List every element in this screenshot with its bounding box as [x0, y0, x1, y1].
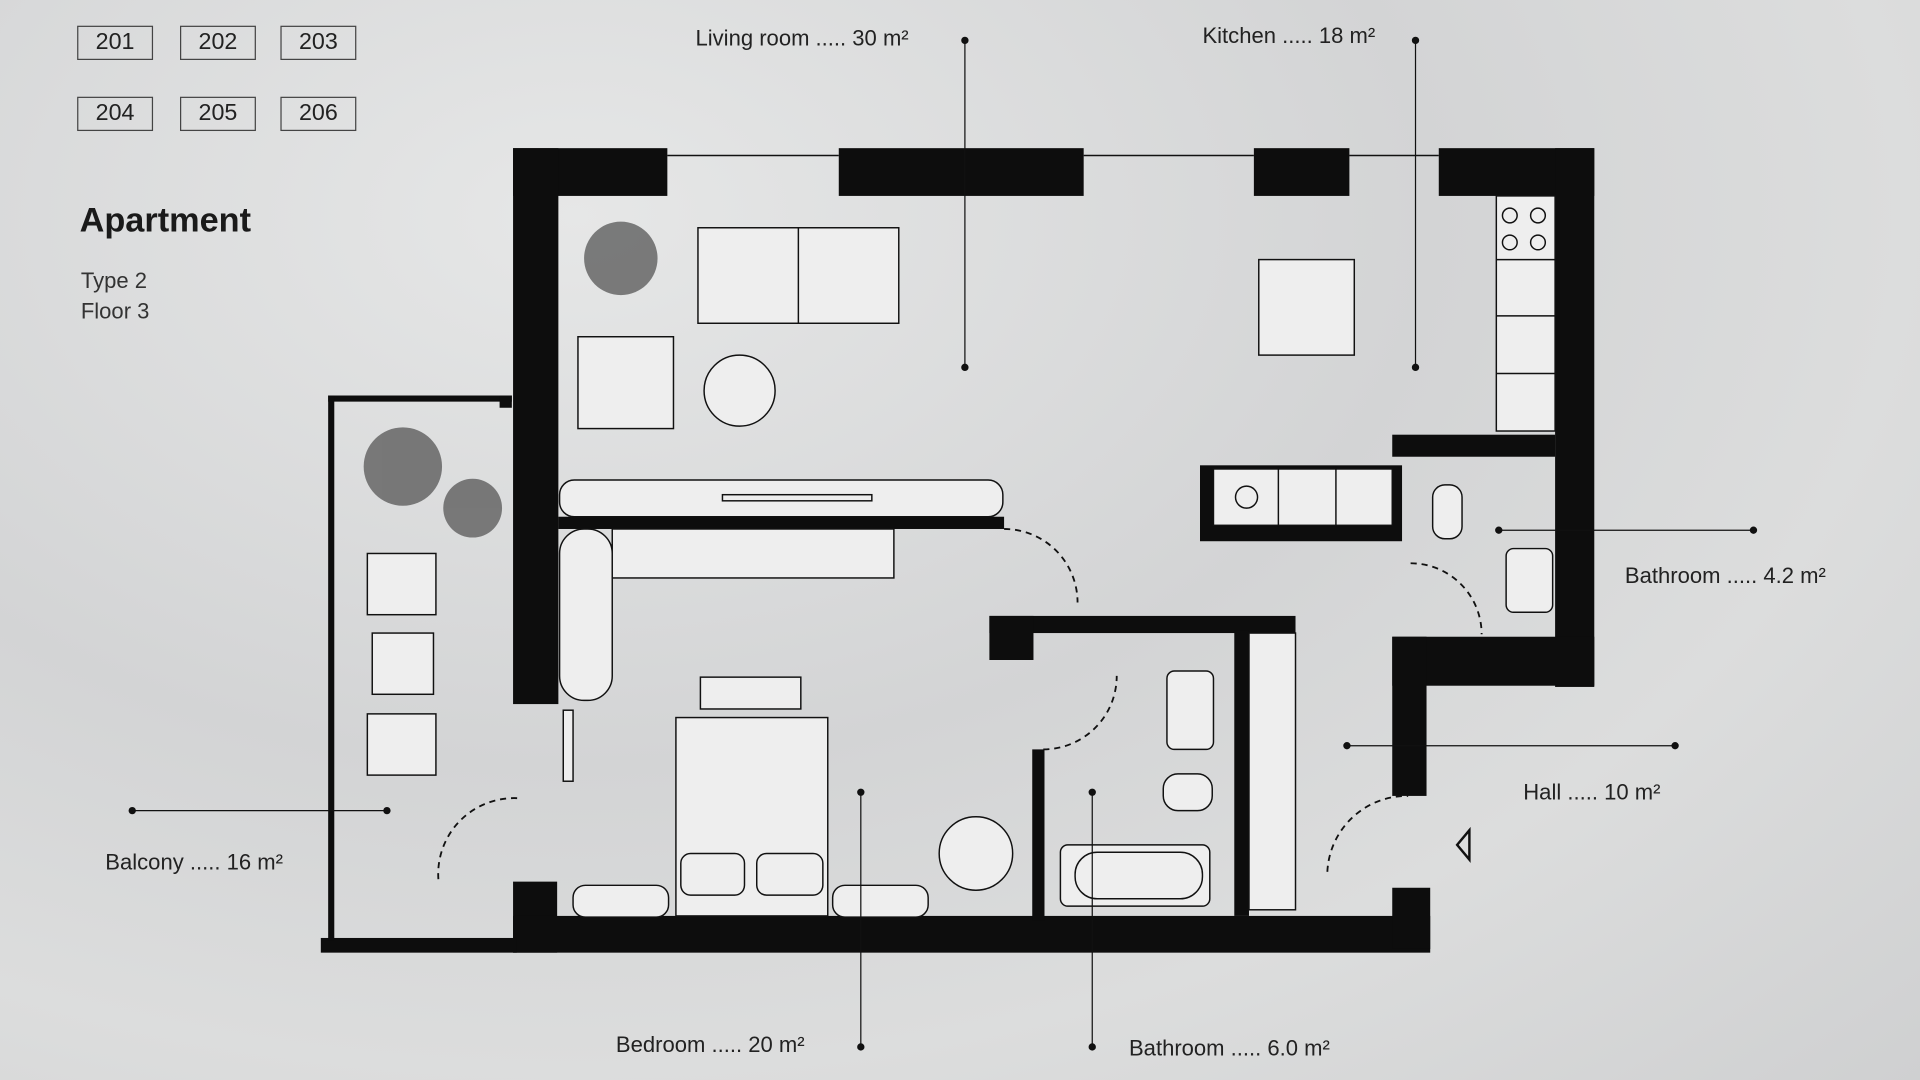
unit-205-button[interactable]: 205 — [180, 96, 256, 132]
label-balcony: Balcony ..... 16 m² — [105, 849, 283, 875]
unit-202-button[interactable]: 202 — [180, 25, 256, 61]
label-bathroom-large: Bathroom ..... 6.0 m² — [1128, 1035, 1330, 1061]
furniture — [366, 154, 1556, 918]
plant-icons — [363, 221, 658, 538]
door-swings — [437, 528, 1483, 880]
unit-203-button[interactable]: 203 — [280, 25, 357, 61]
entrance-arrow-icon — [1455, 826, 1471, 863]
apartment-floor: Floor 3 — [80, 298, 150, 324]
apartment-type: Type 2 — [80, 268, 147, 293]
leader-lines — [128, 36, 1758, 1051]
unit-204-button[interactable]: 204 — [77, 96, 154, 132]
label-kitchen: Kitchen ..... 18 m² — [1202, 23, 1376, 48]
unit-201-button[interactable]: 201 — [77, 25, 154, 61]
label-living-room: Living room ..... 30 m² — [695, 25, 909, 51]
unit-206-button[interactable]: 206 — [280, 96, 357, 132]
label-bedroom: Bedroom ..... 20 m² — [615, 1032, 805, 1057]
label-bathroom-small: Bathroom ..... 4.2 m² — [1624, 563, 1826, 588]
page-title: Apartment — [79, 200, 252, 239]
label-hall: Hall ..... 10 m² — [1523, 780, 1661, 805]
